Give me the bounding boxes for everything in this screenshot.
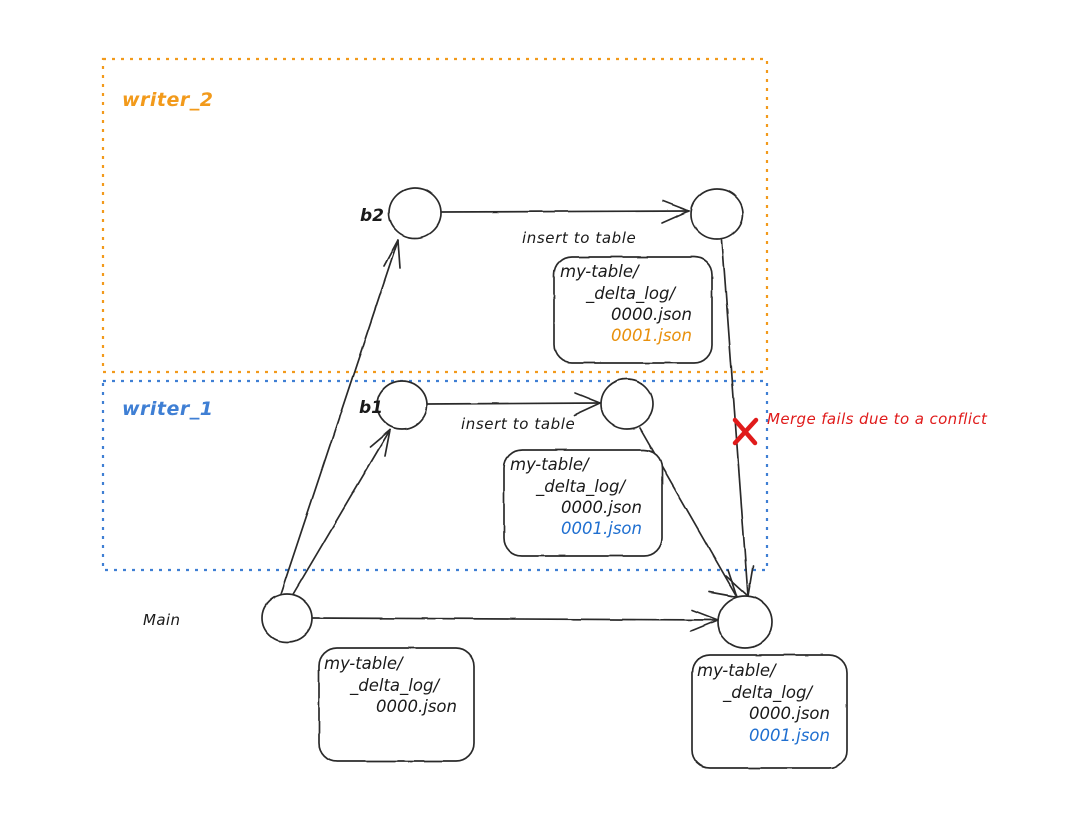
node-label-b1: b1 bbox=[359, 398, 383, 418]
edge-main-to-b1 bbox=[291, 429, 391, 597]
file-line: _delta_log/ bbox=[535, 477, 627, 497]
file-line: _delta_log/ bbox=[349, 676, 441, 696]
edge-b2-insert bbox=[440, 210, 690, 213]
node-main-commit[interactable] bbox=[261, 593, 313, 643]
arrowhead-main-to-b2 bbox=[383, 239, 401, 269]
node-b2-branch[interactable] bbox=[388, 187, 442, 239]
node-b1-commit[interactable] bbox=[600, 378, 654, 430]
file-box-merge-result: my-table/ _delta_log/ 0000.json 0001.jso… bbox=[691, 654, 848, 769]
edge-b1-insert bbox=[426, 402, 601, 405]
arrowhead-b1-insert bbox=[573, 392, 601, 416]
node-b1-branch[interactable] bbox=[376, 380, 428, 430]
lane-box-writer-2 bbox=[101, 57, 769, 374]
node-merge-commit[interactable] bbox=[717, 595, 773, 649]
file-box-writer-1: my-table/ _delta_log/ 0000.json 0001.jso… bbox=[503, 449, 663, 557]
file-line: 0000.json bbox=[376, 697, 457, 716]
conflict-x-icon bbox=[732, 417, 759, 446]
file-line: my-table/ bbox=[324, 654, 405, 673]
edge-main-to-b2 bbox=[279, 239, 399, 597]
file-line: 0000.json bbox=[749, 704, 830, 723]
file-line: 0000.json bbox=[611, 305, 692, 324]
file-line: my-table/ bbox=[510, 455, 591, 474]
file-line-accent: 0001.json bbox=[611, 326, 692, 345]
arrowhead-b2-to-merge bbox=[725, 565, 754, 597]
file-line: _delta_log/ bbox=[585, 284, 677, 304]
file-line: _delta_log/ bbox=[722, 683, 814, 703]
edge-label-writer-1-insert: insert to table bbox=[461, 415, 575, 433]
file-line: my-table/ bbox=[697, 661, 778, 680]
node-label-b2: b2 bbox=[360, 206, 384, 226]
conflict-message: Merge fails due to a conflict bbox=[767, 410, 988, 428]
edge-main-to-merge bbox=[311, 617, 719, 621]
file-line-accent: 0001.json bbox=[561, 519, 642, 538]
file-box-main: my-table/ _delta_log/ 0000.json bbox=[318, 647, 475, 762]
arrowhead-main-to-merge bbox=[690, 609, 719, 632]
lane-box-writer-1 bbox=[101, 379, 769, 572]
arrowhead-b1-to-merge bbox=[708, 569, 738, 598]
lane-label-writer-2: writer_2 bbox=[122, 89, 214, 111]
file-line-accent: 0001.json bbox=[749, 726, 830, 745]
file-box-writer-2: my-table/ _delta_log/ 0000.json 0001.jso… bbox=[553, 256, 713, 364]
file-line: my-table/ bbox=[560, 262, 641, 281]
arrowhead-main-to-b1 bbox=[369, 429, 391, 457]
lane-label-writer-1: writer_1 bbox=[122, 398, 214, 420]
arrowhead-b2-insert bbox=[661, 200, 690, 224]
node-b2-commit[interactable] bbox=[690, 188, 744, 240]
file-line: 0000.json bbox=[561, 498, 642, 517]
branch-label-main: Main bbox=[143, 611, 180, 629]
edge-label-writer-2-insert: insert to table bbox=[522, 229, 636, 247]
